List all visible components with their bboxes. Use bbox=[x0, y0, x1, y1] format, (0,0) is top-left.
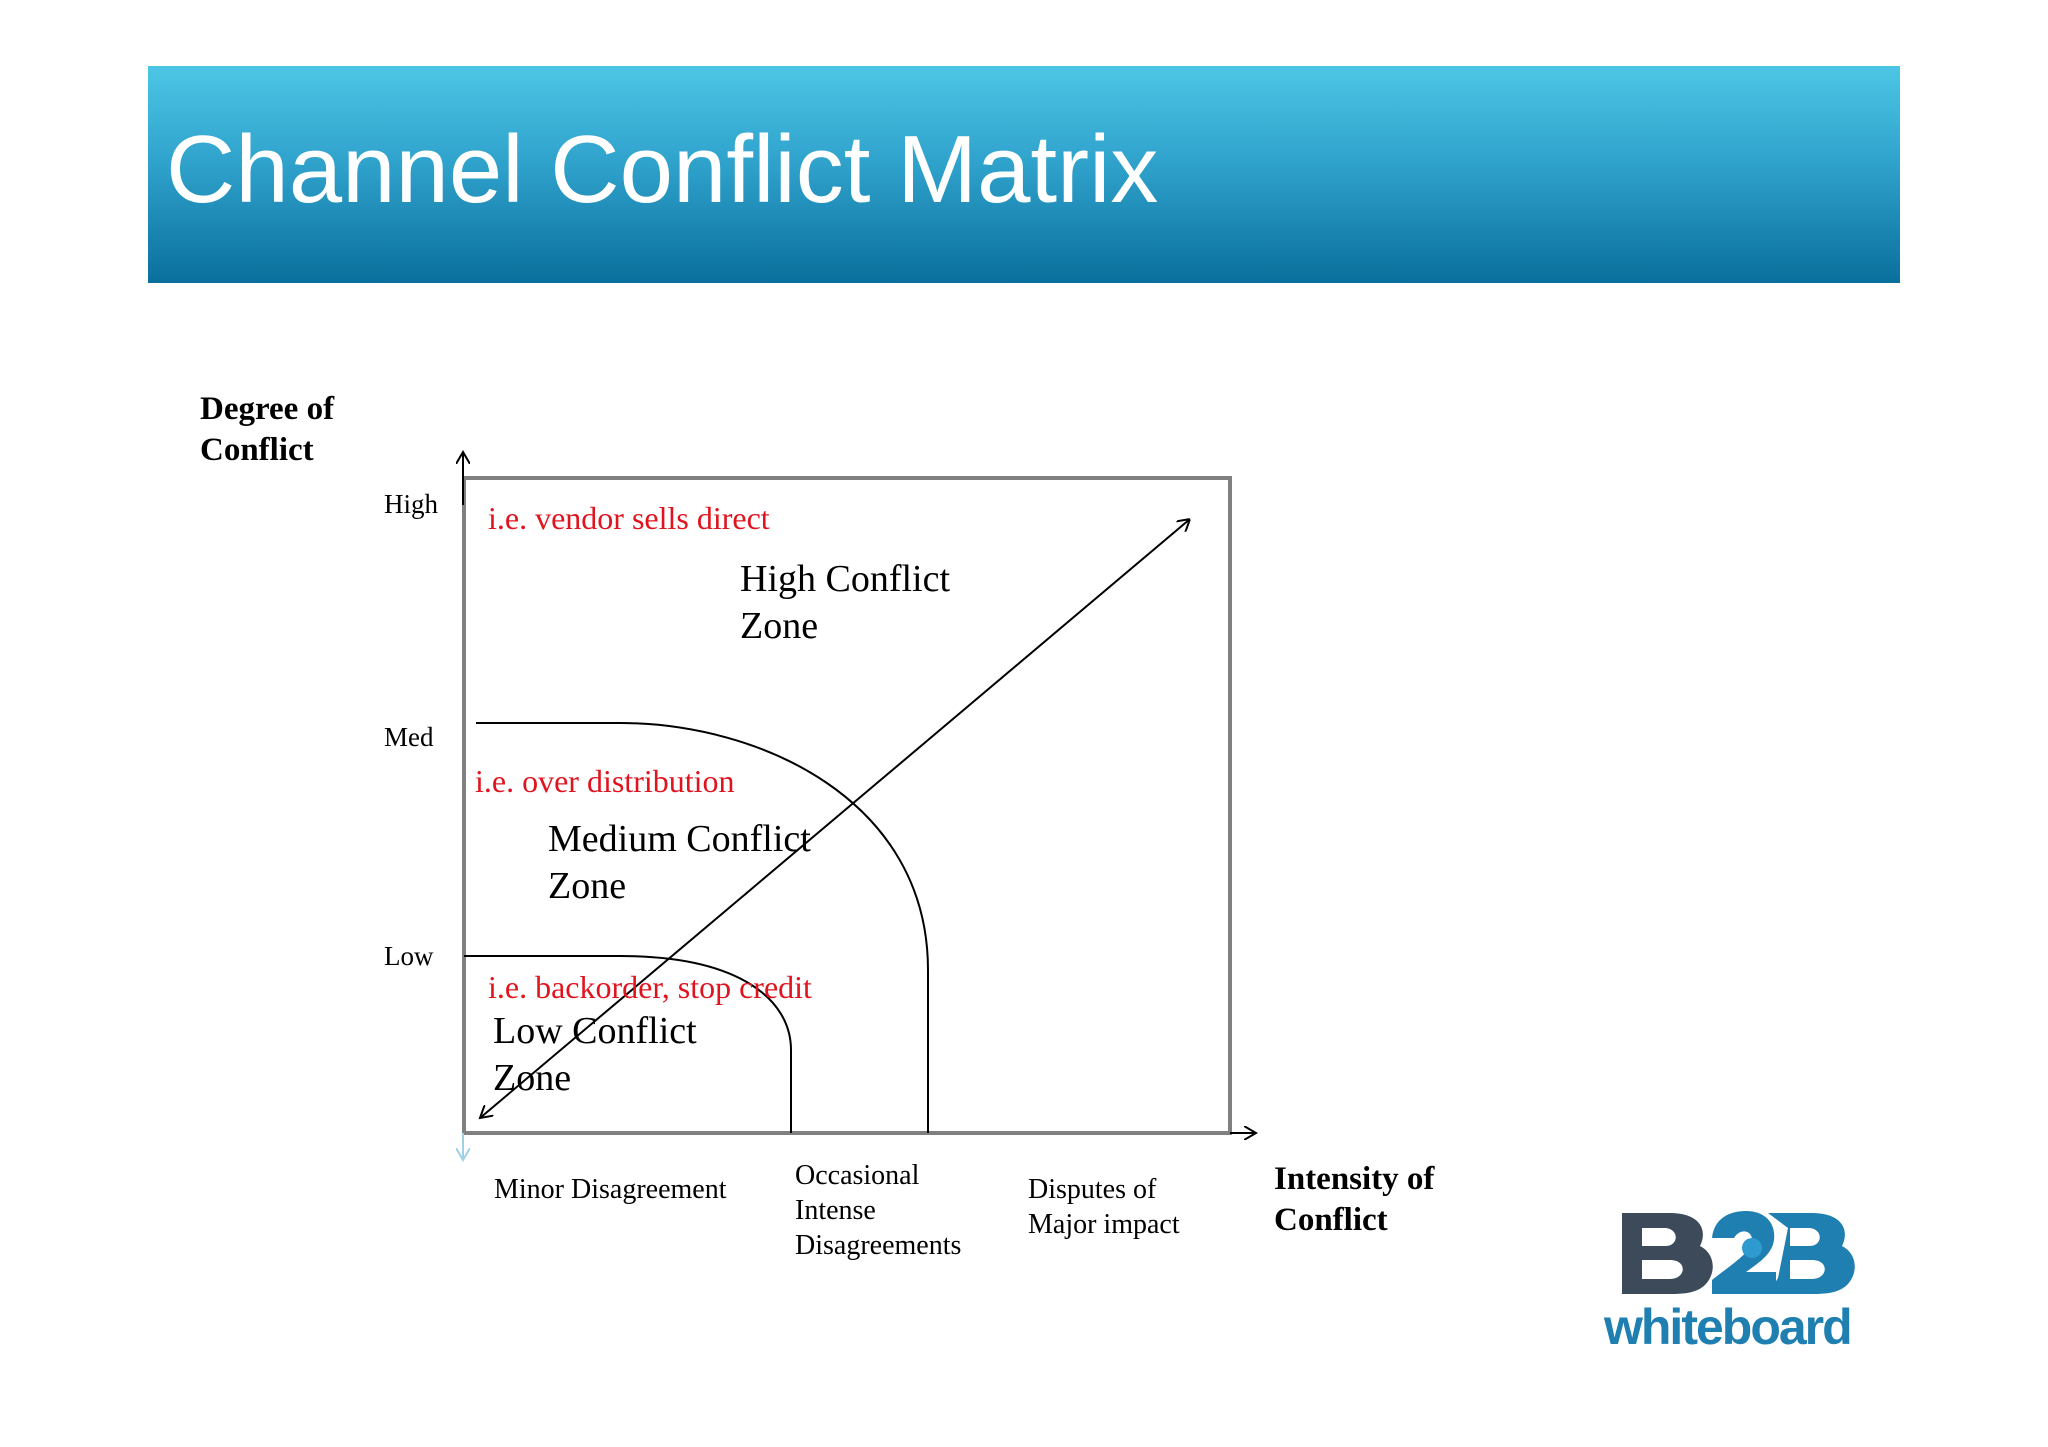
low-zone-example: i.e. backorder, stop credit bbox=[488, 969, 812, 1005]
x-tick-disputes: Disputes of Major impact bbox=[1028, 1174, 1180, 1240]
diagonal-intensity-arrow bbox=[480, 519, 1190, 1118]
logo-text: whiteboard bbox=[1603, 1299, 1851, 1355]
slide-title: Channel Conflict Matrix bbox=[166, 116, 1159, 223]
title-banner bbox=[148, 66, 1900, 283]
y-tick-high: High bbox=[384, 489, 438, 519]
y-tick-med: Med bbox=[384, 722, 434, 752]
b2b-whiteboard-logo: whiteboard bbox=[1600, 1208, 1860, 1368]
low-zone-label: Low Conflict Zone bbox=[493, 1010, 697, 1099]
medium-zone-label: Medium Conflict Zone bbox=[548, 818, 811, 907]
medium-zone-example: i.e. over distribution bbox=[475, 763, 735, 799]
x-tick-occasional: Occasional Intense Disagreements bbox=[795, 1160, 962, 1261]
logo-graphic: whiteboard bbox=[1603, 1211, 1855, 1355]
high-zone-example: i.e. vendor sells direct bbox=[488, 500, 770, 536]
y-axis-title: Degree of Conflict bbox=[200, 391, 335, 468]
y-tick-low: Low bbox=[384, 941, 434, 971]
matrix-frame bbox=[462, 476, 1232, 1135]
high-zone-label: High Conflict Zone bbox=[740, 558, 951, 647]
x-tick-minor: Minor Disagreement bbox=[494, 1174, 727, 1205]
x-axis-title: Intensity of Conflict bbox=[1274, 1161, 1435, 1238]
